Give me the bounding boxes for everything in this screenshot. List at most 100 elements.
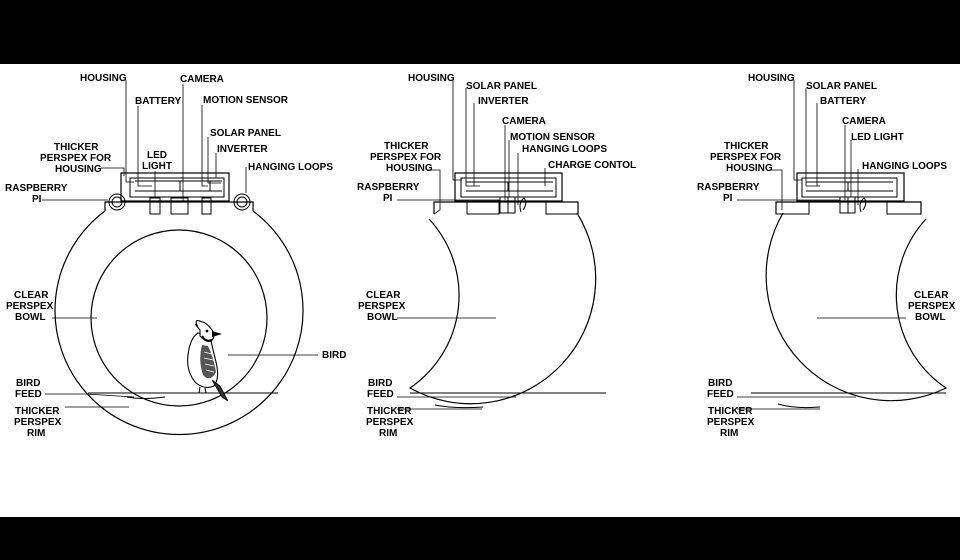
bowl-outer-ring — [54, 210, 304, 436]
leaders-open-left — [397, 80, 546, 410]
letterbox-bottom — [0, 517, 960, 560]
bowl-outer-shell — [765, 212, 948, 402]
label-solar-panel: SOLAR PANEL — [210, 128, 281, 139]
label-bowl-1: CLEAR — [14, 290, 49, 301]
housing-box — [796, 172, 905, 202]
hanging-loop-left — [108, 193, 126, 211]
motion-sensor-block — [507, 196, 516, 214]
label-housing: HOUSING — [408, 73, 455, 84]
bowl-outer-shell — [408, 212, 597, 405]
camera-block — [839, 196, 849, 214]
label-thicker-housing-3: HOUSING — [386, 163, 433, 174]
housing-base — [104, 201, 254, 211]
label-camera: CAMERA — [180, 74, 224, 85]
label-bowl-3: BOWL — [15, 312, 46, 323]
label-led-light: LED LIGHT — [851, 132, 904, 143]
hanging-loop-right-inner — [236, 196, 248, 208]
camera-block — [170, 197, 189, 215]
label-feed-2: FEED — [15, 389, 42, 400]
diagram-open-left: HOUSING SOLAR PANEL INVERTER CAMERA THIC… — [357, 73, 636, 439]
label-raspberry-2: PI — [32, 194, 42, 205]
hanging-loop — [519, 197, 527, 213]
label-raspberry-1: RASPBERRY — [5, 183, 68, 194]
label-feed-2: FEED — [707, 389, 734, 400]
bowl-opening — [90, 229, 268, 407]
label-thicker-housing-2: PERSPEX FOR — [710, 152, 782, 163]
label-feed-1: BIRD — [16, 378, 40, 389]
letterbox-top — [0, 0, 960, 64]
label-rim-2: PERSPEX — [14, 417, 62, 428]
hanging-loop-right — [233, 193, 251, 211]
housing-base — [433, 201, 579, 214]
label-rim-1: THICKER — [15, 406, 60, 417]
label-feed-1: BIRD — [708, 378, 732, 389]
label-motion-sensor: MOTION SENSOR — [510, 132, 596, 143]
base-right-block — [545, 201, 579, 215]
label-solar-panel: SOLAR PANEL — [806, 81, 877, 92]
label-rim-3: RIM — [379, 428, 397, 439]
leaders-closed — [42, 80, 318, 408]
label-bowl-2: PERSPEX — [908, 301, 956, 312]
label-rim-3: RIM — [27, 428, 45, 439]
housing-inner — [801, 177, 898, 198]
label-rim-2: PERSPEX — [366, 417, 414, 428]
label-thicker-housing-1: THICKER — [54, 142, 99, 153]
label-rim-2: PERSPEX — [707, 417, 755, 428]
label-thicker-housing-3: HOUSING — [55, 164, 102, 175]
label-solar-panel: SOLAR PANEL — [466, 81, 537, 92]
led-light-block — [847, 196, 856, 214]
label-led-2: LIGHT — [142, 161, 172, 172]
label-bowl-3: BOWL — [367, 312, 398, 323]
housing-inner — [129, 177, 225, 198]
base-right-block — [886, 201, 922, 215]
motion-sensor-block — [201, 197, 212, 215]
label-camera: CAMERA — [842, 116, 886, 127]
diagram-open-right: HOUSING SOLAR PANEL BATTERY CAMERA THICK… — [697, 73, 956, 439]
label-hanging-loops: HANGING LOOPS — [248, 162, 333, 173]
diagram-panel — [0, 64, 960, 517]
label-raspberry-2: PI — [723, 193, 733, 204]
feed-heap — [434, 404, 484, 409]
label-rim-1: THICKER — [708, 406, 753, 417]
label-camera: CAMERA — [502, 116, 546, 127]
label-charge-control: CHARGE CONTOL — [548, 160, 636, 171]
led-light-block — [149, 197, 161, 215]
label-feed-2: FEED — [367, 389, 394, 400]
hanging-loop-left-inner — [111, 196, 123, 208]
label-housing: HOUSING — [748, 73, 795, 84]
hanging-loop — [859, 197, 867, 213]
housing-box — [120, 172, 230, 202]
label-bowl-3: BOWL — [915, 312, 946, 323]
leaders-open-right — [737, 80, 906, 410]
base-left-block — [466, 201, 500, 215]
label-bird: BIRD — [322, 350, 346, 361]
label-thicker-housing-2: PERSPEX FOR — [40, 153, 112, 164]
label-hanging-loops: HANGING LOOPS — [522, 144, 607, 155]
label-motion-sensor: MOTION SENSOR — [203, 95, 289, 106]
label-raspberry-1: RASPBERRY — [357, 182, 420, 193]
feed-heap — [126, 396, 166, 399]
label-thicker-housing-3: HOUSING — [726, 163, 773, 174]
label-housing: HOUSING — [80, 73, 127, 84]
bird-illustration — [187, 320, 229, 402]
camera-block — [499, 196, 509, 214]
diagram-closed: HOUSING CAMERA BATTERY MOTION SENSOR SOL… — [5, 73, 346, 439]
base-left-block — [775, 201, 810, 215]
label-bowl-1: CLEAR — [914, 290, 949, 301]
label-inverter: INVERTER — [478, 96, 529, 107]
feed-heap — [777, 403, 821, 409]
label-led-1: LED — [147, 150, 167, 161]
label-thicker-housing-2: PERSPEX FOR — [370, 152, 442, 163]
label-hanging-loops: HANGING LOOPS — [862, 161, 947, 172]
label-bowl-2: PERSPEX — [358, 301, 406, 312]
label-thicker-housing-1: THICKER — [384, 141, 429, 152]
label-feed-1: BIRD — [368, 378, 392, 389]
label-battery: BATTERY — [820, 96, 866, 107]
label-thicker-housing-1: THICKER — [724, 141, 769, 152]
label-inverter: INVERTER — [217, 144, 268, 155]
label-bowl-1: CLEAR — [366, 290, 401, 301]
label-rim-1: THICKER — [367, 406, 412, 417]
label-bowl-2: PERSPEX — [6, 301, 54, 312]
